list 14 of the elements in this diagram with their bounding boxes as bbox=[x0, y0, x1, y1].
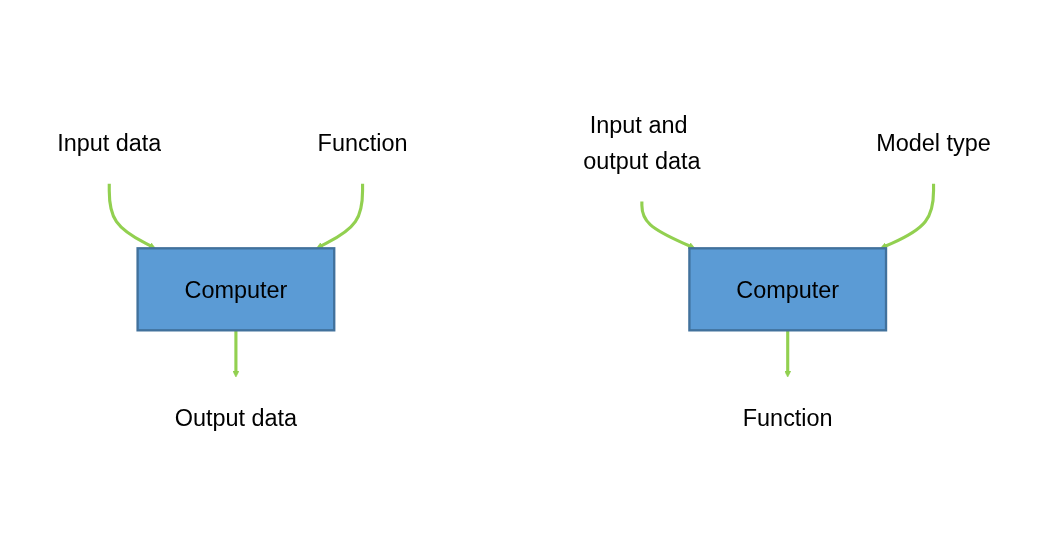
arrow bbox=[232, 330, 240, 378]
arrow bbox=[640, 201, 696, 250]
node-text: Input data bbox=[57, 130, 162, 156]
node-text: Function bbox=[742, 405, 833, 432]
node-text: Model type bbox=[876, 130, 991, 156]
node-box: Computer bbox=[688, 247, 888, 332]
node-text: Function bbox=[317, 130, 408, 156]
arrow bbox=[107, 184, 156, 249]
node-text: Input and output data bbox=[583, 112, 701, 174]
arrow bbox=[316, 184, 365, 249]
node-box: Computer bbox=[136, 247, 336, 332]
arrow bbox=[880, 184, 936, 250]
node-text: Output data bbox=[174, 405, 298, 432]
arrow bbox=[784, 330, 792, 378]
